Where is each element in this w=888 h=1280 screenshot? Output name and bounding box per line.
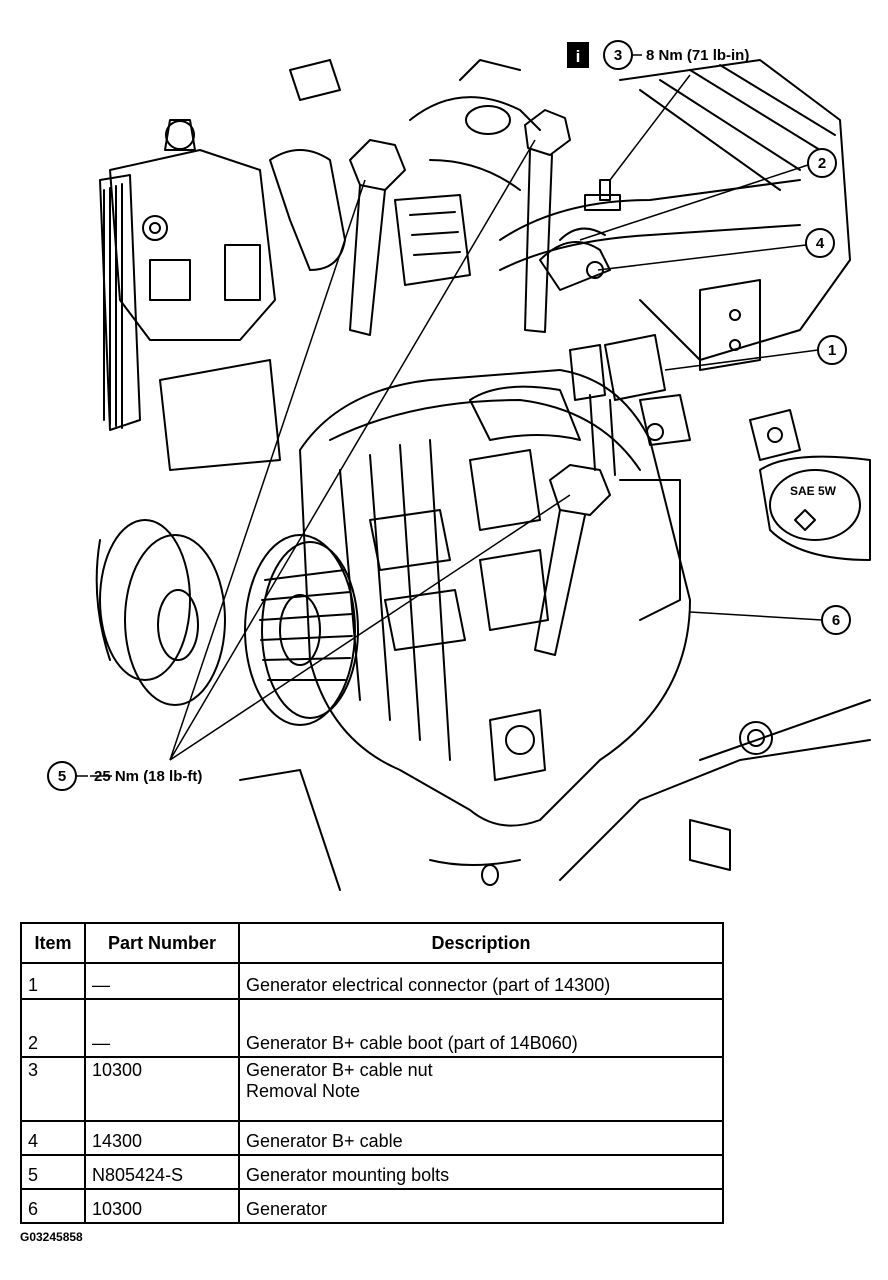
oil-cap-label: SAE 5W	[790, 484, 837, 498]
mounting-bolt-left	[349, 139, 406, 336]
intake-manifold	[619, 59, 851, 371]
cell-description: Generator	[238, 1188, 724, 1224]
header-part-number: Part Number	[84, 922, 240, 964]
table-row: 6 10300 Generator	[20, 1188, 724, 1224]
callout-4: 4	[805, 228, 835, 258]
generator-diagram: i 3 8 Nm (71 lb-in) 2 4 1 6 5 25 Nm (18 …	[47, 40, 871, 891]
header-description: Description	[238, 922, 724, 964]
accessory-pulley	[95, 174, 226, 706]
generator	[299, 369, 691, 827]
cell-part-number: —	[84, 962, 240, 1000]
description-line: Generator electrical connector (part of …	[246, 975, 611, 995]
cell-item: 1	[20, 962, 86, 1000]
b-plus-cable	[539, 179, 621, 291]
leader-2	[579, 164, 809, 241]
parts-table: Item Part Number Description 1 — Generat…	[20, 922, 724, 1224]
cell-item: 6	[20, 1188, 86, 1224]
cell-description: Generator mounting bolts	[238, 1154, 724, 1190]
callout-2: 2	[807, 148, 837, 178]
cell-part-number: —	[84, 998, 240, 1058]
cell-description: Generator B+ cable	[238, 1120, 724, 1156]
pump-assembly	[109, 119, 281, 471]
mounting-bolt-front	[534, 464, 611, 656]
generator-pulley	[244, 534, 359, 726]
description-line: Generator B+ cable nut	[246, 1060, 433, 1080]
leader-6	[689, 611, 823, 621]
cell-part-number: 14300	[84, 1120, 240, 1156]
leader-4	[597, 244, 807, 271]
cell-item: 4	[20, 1120, 86, 1156]
leader-5c	[169, 494, 571, 761]
removal-note-link[interactable]: Removal Note	[246, 1081, 361, 1101]
svg-text:6: 6	[832, 612, 840, 629]
callout-5: 5 25 Nm (18 lb-ft)	[47, 761, 202, 791]
table-row: 1 — Generator electrical connector (part…	[20, 962, 724, 1000]
callout-3: 3 8 Nm (71 lb-in)	[603, 40, 749, 70]
svg-text:2: 2	[818, 155, 826, 172]
description-line: Generator	[246, 1199, 328, 1219]
leader-3	[609, 74, 691, 181]
svg-text:8 Nm (71 lb-in): 8 Nm (71 lb-in)	[646, 47, 749, 64]
description-line: Generator B+ cable boot (part of 14B060)	[246, 1033, 578, 1053]
mounting-bolt-middle	[524, 109, 571, 333]
svg-text:4: 4	[816, 235, 825, 252]
leader-1	[664, 349, 819, 371]
cell-description: Generator B+ cable nut Removal Note	[238, 1056, 724, 1122]
leader-5a	[169, 179, 366, 761]
svg-text:5: 5	[58, 768, 66, 785]
cell-item: 2	[20, 998, 86, 1058]
svg-text:1: 1	[828, 342, 836, 359]
cell-description: Generator B+ cable boot (part of 14B060)	[238, 998, 724, 1058]
callout-6: 6	[821, 605, 851, 635]
callout-1: 1	[817, 335, 847, 365]
description-line: Generator mounting bolts	[246, 1165, 450, 1185]
table-row: 2 — Generator B+ cable boot (part of 14B…	[20, 998, 724, 1058]
cell-part-number: 10300	[84, 1056, 240, 1122]
table-header-row: Item Part Number Description	[20, 922, 724, 964]
table-row: 5 N805424-S Generator mounting bolts	[20, 1154, 724, 1190]
header-item: Item	[20, 922, 86, 964]
table-row: 4 14300 Generator B+ cable	[20, 1120, 724, 1156]
table-row: 3 10300 Generator B+ cable nut Removal N…	[20, 1056, 724, 1122]
right-bracket	[639, 394, 801, 461]
multi-pin-connector	[394, 194, 471, 286]
oil-filler-cap	[759, 455, 871, 561]
engine-block-lower	[239, 699, 871, 891]
svg-text:25 Nm (18 lb-ft): 25 Nm (18 lb-ft)	[94, 768, 202, 785]
electrical-connector	[569, 334, 666, 476]
cell-part-number: 10300	[84, 1188, 240, 1224]
info-icon: i	[567, 42, 589, 68]
cell-item: 5	[20, 1154, 86, 1190]
description-line: Generator B+ cable	[246, 1131, 403, 1151]
hoses	[269, 59, 801, 271]
cell-item: 3	[20, 1056, 86, 1122]
svg-text:i: i	[576, 47, 581, 66]
figure-id: G03245858	[20, 1230, 83, 1244]
leader-5b	[169, 139, 536, 761]
svg-text:3: 3	[614, 47, 622, 64]
cell-description: Generator electrical connector (part of …	[238, 962, 724, 1000]
cell-part-number: N805424-S	[84, 1154, 240, 1190]
